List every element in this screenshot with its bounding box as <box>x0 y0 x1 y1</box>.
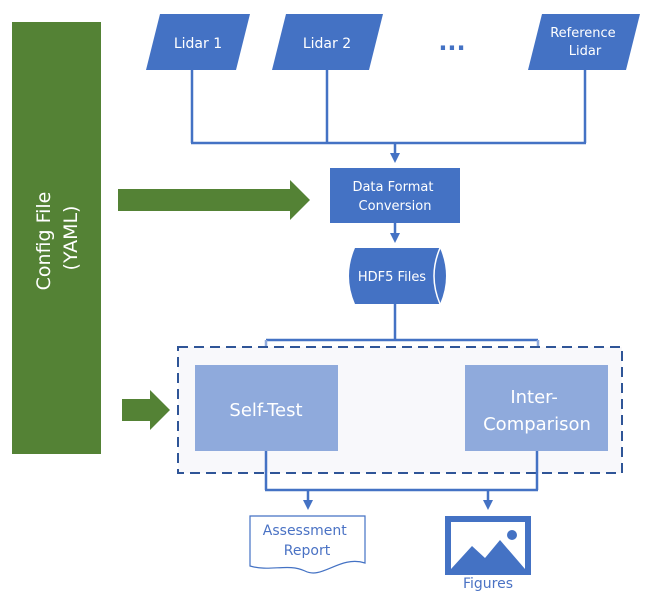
output-connectors <box>264 451 539 510</box>
conversion-line1: Data Format <box>352 180 433 195</box>
data-format-conversion-box <box>330 168 460 223</box>
figures-label: Figures <box>463 576 513 591</box>
config-file-block: Config File (YAML) <box>12 22 101 454</box>
hdf5-storage-edge <box>433 247 441 305</box>
inter-comparison-line2: Comparison <box>483 414 591 435</box>
hdf5-files-label: HDF5 Files <box>358 270 426 285</box>
assessment-report-line2: Report <box>284 543 331 559</box>
lidar-1-shape <box>146 14 250 70</box>
config-file-line1: Config File <box>33 192 55 291</box>
analysis-group: Self-Test Inter- Comparison <box>177 346 623 474</box>
lidar-1-label: Lidar 1 <box>174 36 222 52</box>
self-test-label: Self-Test <box>229 400 302 421</box>
lidar-2-shape <box>272 14 383 70</box>
lidar-inputs: Lidar 1 Lidar 2 ... Reference Lidar <box>146 14 640 70</box>
figures-block: Figures <box>445 516 531 591</box>
assessment-report-line1: Assessment <box>263 523 347 539</box>
config-file-line2: (YAML) <box>60 206 82 271</box>
conversion-line2: Conversion <box>359 199 432 214</box>
assessment-report-block: Assessment Report <box>249 515 366 574</box>
data-format-conversion-block: Data Format Conversion <box>330 168 460 223</box>
svg-text:Reference Lidar: Reference Lidar <box>550 26 620 59</box>
self-test-box <box>195 365 338 451</box>
hdf5-storage-shape <box>349 248 446 304</box>
config-arrow-to-analysis <box>122 390 170 430</box>
more-lidars-ellipsis: ... <box>438 28 465 56</box>
input-connectors <box>190 70 587 163</box>
assessment-report-document-icon <box>249 515 366 574</box>
svg-text:Data Format Conversion: Data Format Conversion <box>352 180 437 214</box>
svg-text:Inter- Comparison: Inter- Comparison <box>483 387 591 435</box>
hdf5-files-block: HDF5 Files <box>349 247 446 305</box>
config-file-bar <box>12 22 101 454</box>
storage-split-connectors <box>266 304 538 342</box>
reference-lidar-line2: Lidar <box>569 44 602 59</box>
reference-lidar-shape <box>528 14 640 70</box>
svg-text:Assessment Report: Assessment Report <box>263 523 351 559</box>
image-icon <box>445 516 531 575</box>
svg-text:Config File (YAML): Config File (YAML) <box>33 186 82 291</box>
config-arrows <box>118 180 310 430</box>
config-arrow-to-conversion <box>118 180 310 220</box>
inter-comparison-box <box>465 365 608 451</box>
reference-lidar-line1: Reference <box>550 26 615 41</box>
inter-comparison-line1: Inter- <box>510 387 558 408</box>
lidar-2-label: Lidar 2 <box>303 36 351 52</box>
